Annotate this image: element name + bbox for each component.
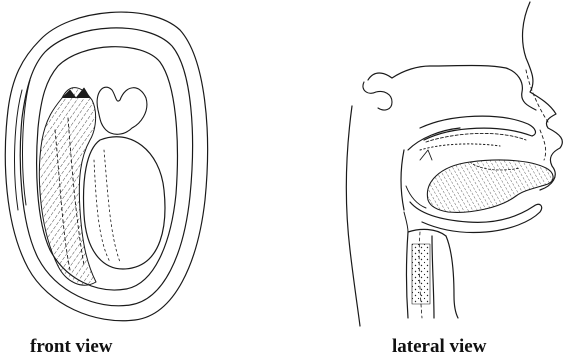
lateral-face-profile bbox=[523, 2, 563, 190]
lateral-view-caption: lateral view bbox=[392, 337, 486, 356]
lateral-larynx bbox=[407, 232, 409, 318]
front-oral-cavity bbox=[84, 137, 165, 269]
lateral-tongue bbox=[427, 160, 553, 212]
lateral-view-drawing bbox=[346, 2, 562, 326]
front-view-drawing bbox=[5, 12, 207, 321]
front-view-caption: front view bbox=[30, 337, 113, 356]
lateral-palate bbox=[420, 116, 535, 140]
front-uvula bbox=[97, 87, 147, 134]
lateral-pharynx-wall bbox=[346, 106, 360, 326]
lateral-nasal-line bbox=[368, 66, 536, 111]
